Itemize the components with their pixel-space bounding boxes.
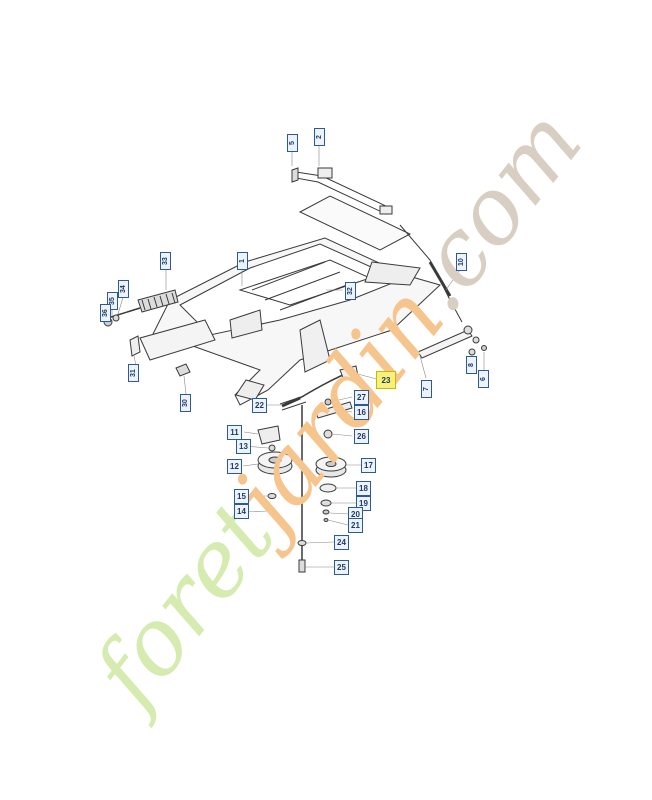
callout-24[interactable]: 24 xyxy=(334,535,349,550)
callout-36[interactable]: 36 xyxy=(100,304,111,322)
callout-2[interactable]: 2 xyxy=(314,128,325,146)
callout-17[interactable]: 17 xyxy=(361,458,376,473)
callout-16[interactable]: 16 xyxy=(354,405,369,420)
callout-14[interactable]: 14 xyxy=(234,504,249,519)
callout-15[interactable]: 15 xyxy=(234,489,249,504)
callout-33[interactable]: 33 xyxy=(160,252,171,270)
callout-1[interactable]: 1 xyxy=(237,252,248,270)
callout-23[interactable]: 23 xyxy=(376,371,396,389)
callout-31[interactable]: 31 xyxy=(128,364,139,382)
callout-18[interactable]: 18 xyxy=(356,481,371,496)
callout-5[interactable]: 5 xyxy=(287,134,298,152)
callout-12[interactable]: 12 xyxy=(227,459,242,474)
callout-30[interactable]: 30 xyxy=(180,394,191,412)
callout-32[interactable]: 32 xyxy=(345,282,356,300)
callout-27[interactable]: 27 xyxy=(354,390,369,405)
callout-6[interactable]: 6 xyxy=(478,370,489,388)
callout-10[interactable]: 10 xyxy=(456,253,467,271)
callout-21[interactable]: 21 xyxy=(348,518,363,533)
callout-25[interactable]: 25 xyxy=(334,560,349,575)
callout-13[interactable]: 13 xyxy=(236,439,251,454)
callout-8[interactable]: 8 xyxy=(466,356,477,374)
callout-11[interactable]: 11 xyxy=(227,425,242,440)
callout-34[interactable]: 34 xyxy=(118,280,129,298)
callout-26[interactable]: 26 xyxy=(354,429,369,444)
callout-7[interactable]: 7 xyxy=(421,380,432,398)
callout-22[interactable]: 22 xyxy=(252,398,267,413)
